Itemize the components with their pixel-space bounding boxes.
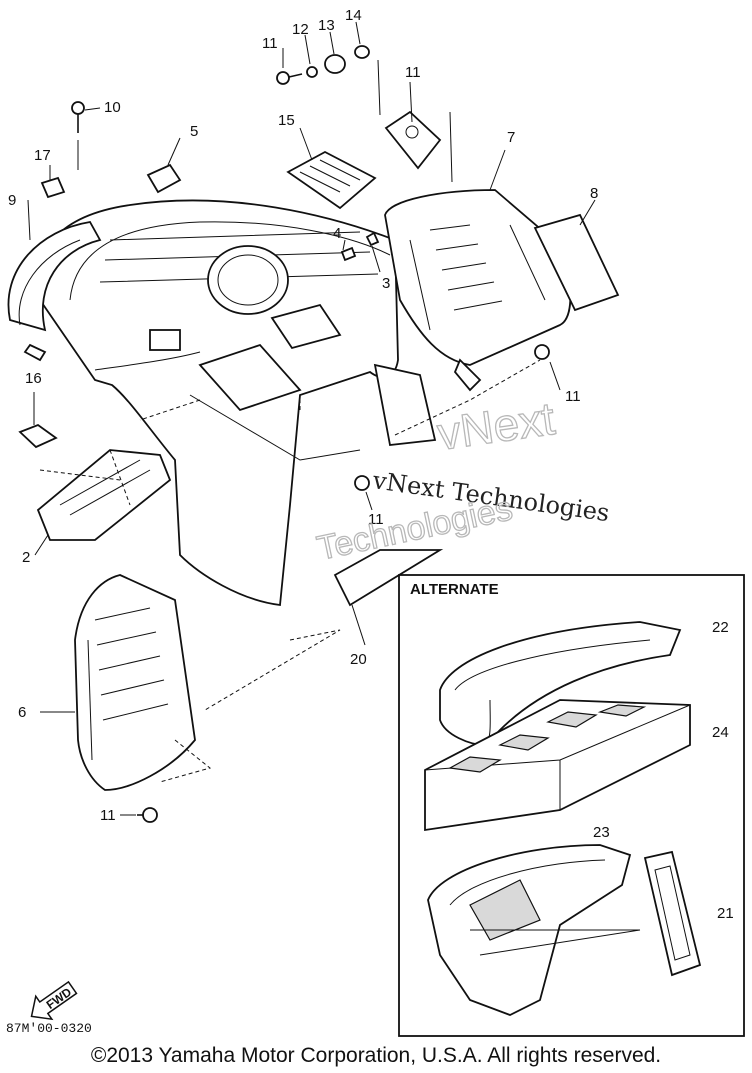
label-part-10: 10: [104, 99, 121, 116]
vent-cover-lower: [74, 574, 196, 791]
label-part-7: 7: [507, 129, 515, 146]
plate-20: [333, 549, 444, 607]
pad-18: [18, 423, 58, 449]
side-scoop: [7, 221, 102, 362]
label-part-3: 3: [382, 275, 390, 292]
pad-8: [533, 213, 620, 312]
label-part-18: 16: [25, 370, 42, 387]
label-part-11-bottom: 11: [100, 807, 116, 824]
alt-filter-21: [643, 850, 702, 977]
parts-diagram: ALTERNATE FWD: [6, 7, 745, 1037]
copyright-notice: ©2013 Yamaha Motor Corporation, U.S.A. A…: [90, 1044, 662, 1067]
label-part-16: 14: [345, 7, 362, 24]
pad-17: [286, 150, 377, 210]
pad-5: [146, 163, 182, 194]
vent-cover-right: [384, 189, 572, 392]
label-part-6: 6: [18, 704, 26, 721]
alternate-title: ALTERNATE: [410, 581, 499, 598]
label-part-15: 13: [318, 17, 335, 34]
alternate-box: ALTERNATE: [398, 574, 745, 1037]
label-part-22: 22: [712, 619, 729, 636]
bracket-12: [384, 110, 442, 170]
cowling-body: [37, 199, 437, 607]
label-part-14: 12: [292, 21, 309, 38]
label-part-11-right: 11: [565, 388, 581, 405]
label-part-5: 5: [190, 123, 198, 140]
label-part-24: 24: [712, 724, 729, 741]
label-part-21: 21: [717, 905, 734, 922]
label-part-19: 17: [34, 147, 51, 164]
watermark-line1: vNext: [434, 392, 558, 460]
label-part-11-middle: 11: [368, 511, 384, 528]
label-part-8: 8: [590, 185, 598, 202]
label-part-9: 9: [8, 192, 16, 209]
alt-foam-24: [424, 699, 691, 832]
hardware: [71, 45, 550, 823]
label-part-4: 4: [333, 225, 341, 242]
label-part-17: 15: [278, 112, 295, 129]
drawing-number: 87M'00-0320: [6, 1021, 92, 1036]
part-labels: 10 5 17 9 11 12 13 14 15 11 7 8 4 3 11 1…: [8, 7, 734, 922]
label-part-20: 20: [350, 651, 367, 668]
grommet-19: [40, 176, 66, 199]
label-part-12: 11: [405, 64, 421, 81]
label-part-2: 2: [22, 549, 30, 566]
label-part-23: 23: [593, 824, 610, 841]
tray-2: [36, 449, 172, 541]
label-part-13: 11: [262, 35, 278, 52]
